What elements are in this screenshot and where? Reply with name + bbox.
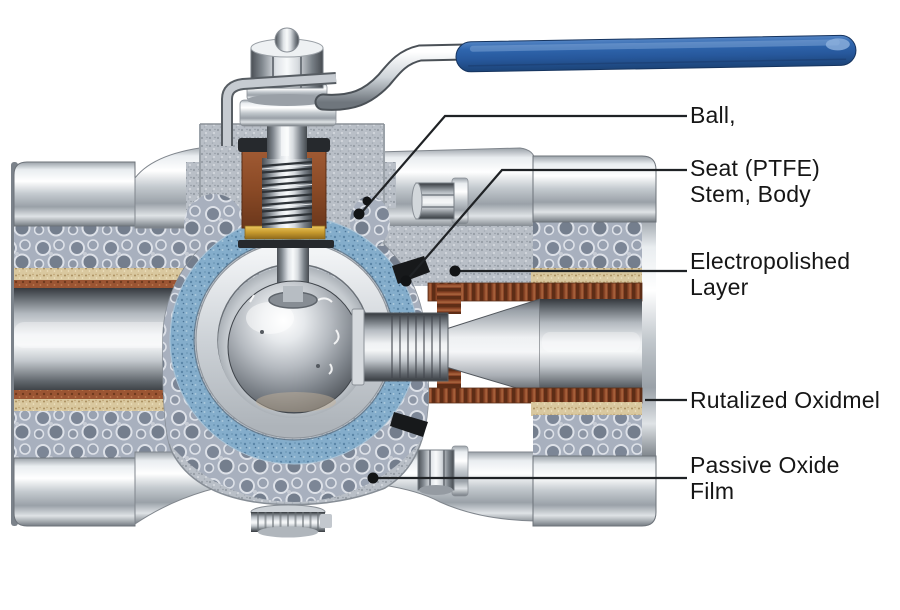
outlet-tube xyxy=(351,308,449,386)
side-plug-upper xyxy=(411,177,469,225)
stem-tang xyxy=(283,286,303,302)
label-electropolished-layer: Electropolished Layer xyxy=(690,248,851,300)
side-plug-lower xyxy=(417,445,469,497)
gasket-band-lower xyxy=(427,387,643,404)
right-flange xyxy=(532,155,657,527)
label-passive-oxide-film: Passive Oxide Film xyxy=(690,452,840,504)
seat-wedge-lower xyxy=(390,412,428,437)
leader-seat xyxy=(405,168,687,282)
ball xyxy=(227,280,361,414)
handle-grip xyxy=(455,34,857,73)
stem-assembly xyxy=(238,27,337,248)
label-ball: Ball, xyxy=(690,102,736,128)
drain-plug xyxy=(250,504,332,538)
label-seat-stem-body: Seat (PTFE) Stem, Body xyxy=(690,155,821,207)
leader-lines xyxy=(361,114,687,480)
leader-dots xyxy=(353,196,461,484)
body-foam-core xyxy=(162,209,429,502)
handle xyxy=(221,34,857,146)
leader-ball xyxy=(361,114,687,213)
label-rutalized-oxidmel: Rutalized Oxidmel xyxy=(690,387,881,413)
outlet-bore xyxy=(540,299,642,395)
left-flange xyxy=(13,161,136,527)
